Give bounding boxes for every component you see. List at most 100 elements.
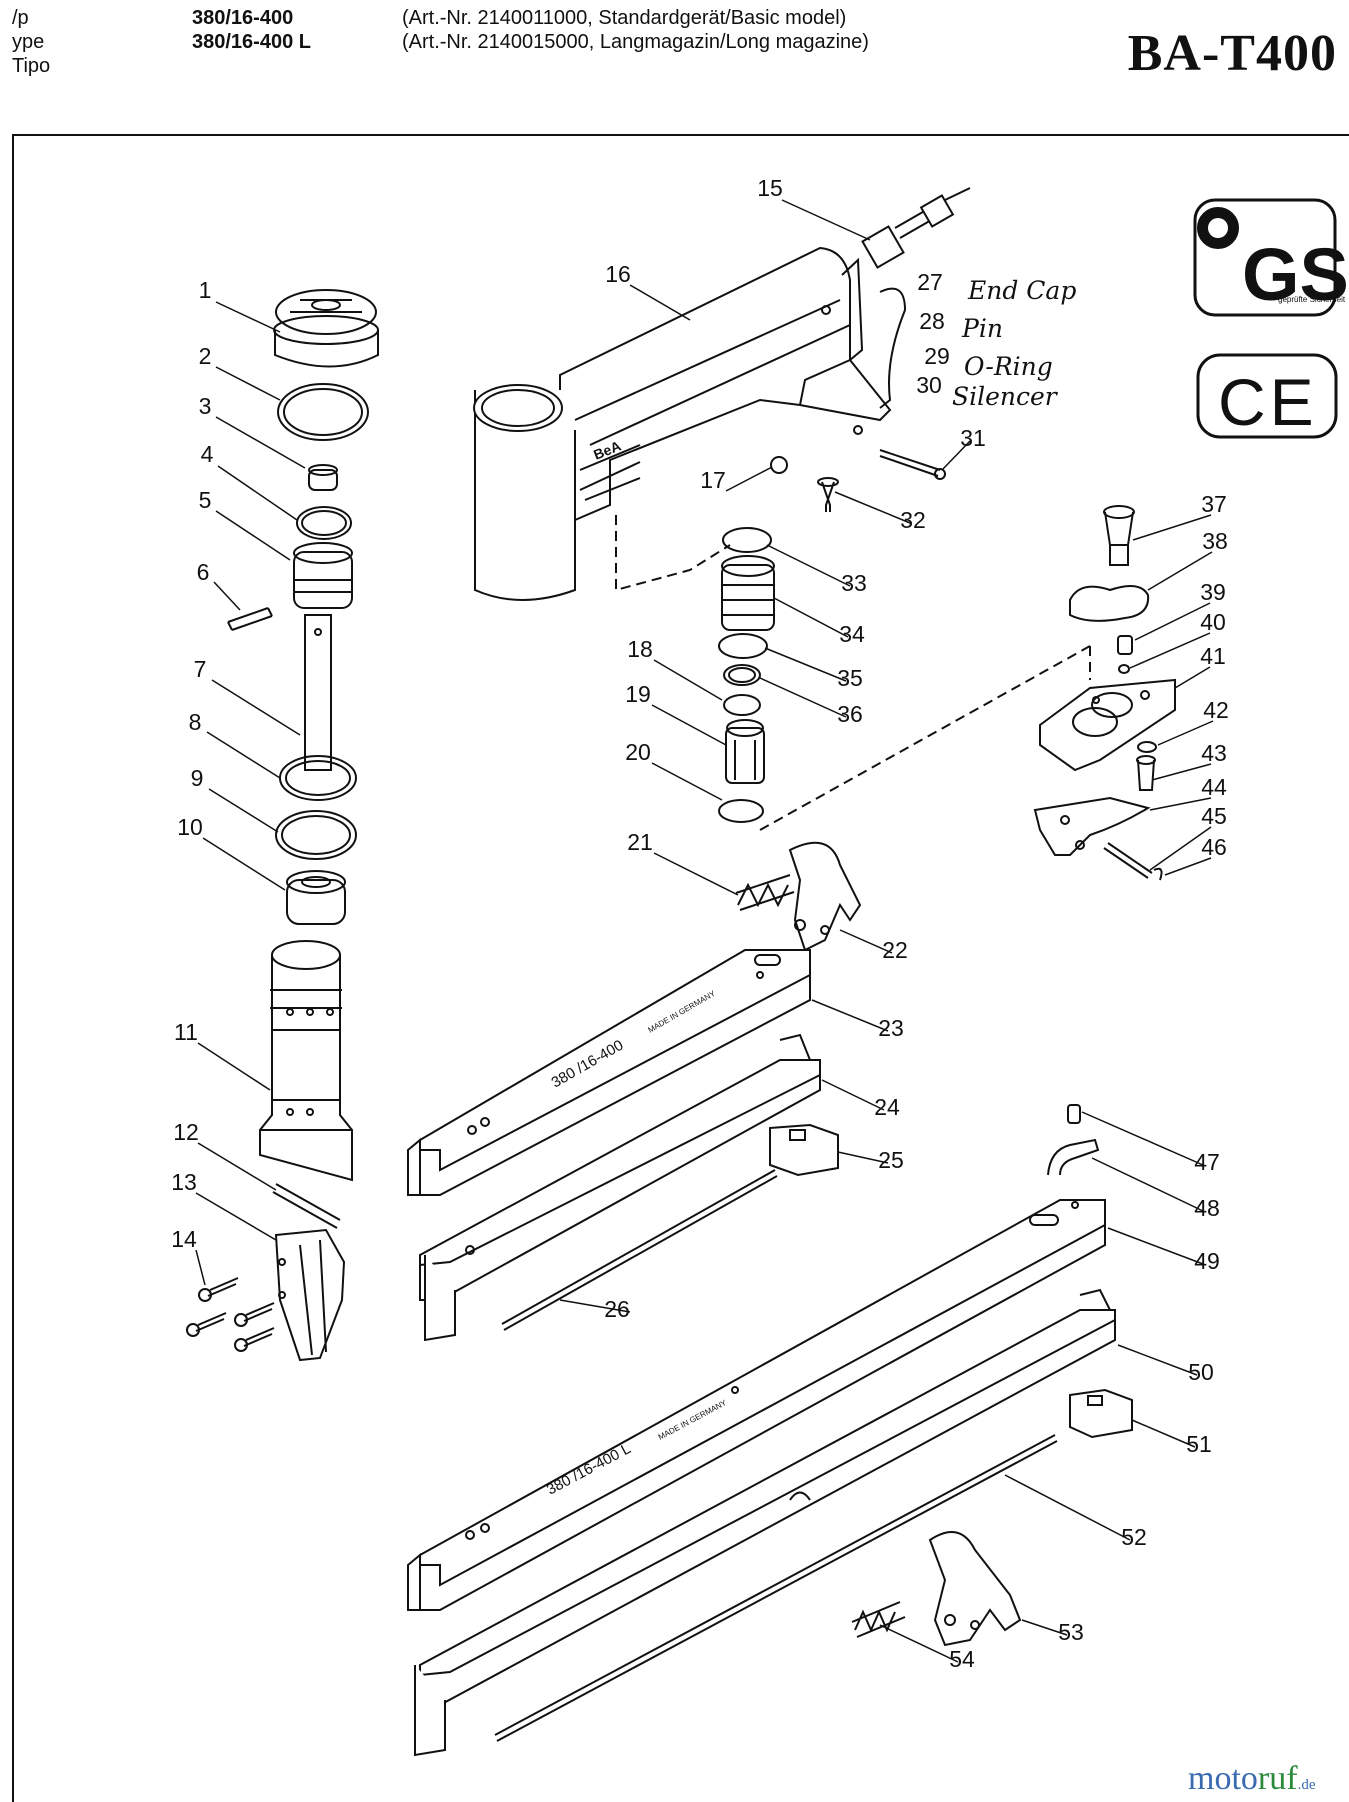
header-label-type: ype — [12, 31, 45, 53]
part-label-20: 20 — [625, 739, 651, 765]
diagram-frame — [12, 134, 1349, 1802]
part-label-28: 28 — [919, 308, 945, 334]
part-label-22: 22 — [882, 937, 908, 963]
part-34-valve-sleeve — [721, 555, 775, 631]
part-49-magazine-top — [407, 1199, 1106, 1611]
part-16-housing — [473, 246, 892, 601]
part-19-valve-stem — [725, 719, 765, 784]
part-label-50: 50 — [1188, 1359, 1214, 1385]
footer-site-logo: motoruf.de — [1188, 1760, 1315, 1798]
assembly-lines — [615, 515, 1091, 831]
part-label-2: 2 — [199, 343, 212, 369]
part-label-8: 8 — [189, 709, 202, 735]
part-33-o-ring — [722, 527, 772, 553]
part-11-cylinder — [259, 940, 353, 1182]
part-45-pin — [1103, 842, 1153, 879]
ce-text: CE — [1218, 365, 1318, 439]
part-label-4: 4 — [201, 441, 214, 467]
part-label-47: 47 — [1194, 1149, 1220, 1175]
part-53-trigger — [928, 1531, 1022, 1647]
part-label-54: 54 — [949, 1646, 975, 1672]
part-label-24: 24 — [874, 1094, 900, 1120]
part-54-spring — [851, 1601, 906, 1638]
part-31-bolt — [879, 449, 946, 480]
part-42-washer — [1137, 741, 1157, 753]
header-label-tipo: Tipo — [12, 55, 51, 77]
note-silencer: Silencer — [952, 382, 1059, 411]
part-label-3: 3 — [199, 393, 212, 419]
gs-text: GS — [1242, 233, 1349, 316]
handwritten-bracket — [879, 287, 907, 409]
part-label-42: 42 — [1203, 697, 1229, 723]
part-44-trigger-lever — [1033, 796, 1151, 856]
part-label-27: 27 — [917, 269, 943, 295]
part-label-14: 14 — [171, 1226, 197, 1252]
part-label-33: 33 — [841, 570, 867, 596]
desc-long: (Art.-Nr. 2140015000, Langmagazin/Long m… — [402, 31, 869, 53]
part-22-trigger — [788, 841, 862, 952]
part-label-37: 37 — [1201, 491, 1227, 517]
part-label-32: 32 — [900, 507, 926, 533]
part-14-screws — [186, 1277, 275, 1352]
part-12-pin — [272, 1183, 341, 1229]
part-label-51: 51 — [1186, 1431, 1212, 1457]
part-43-screw — [1136, 755, 1156, 791]
part-label-34: 34 — [839, 621, 865, 647]
footer-site-accent: ruf — [1257, 1760, 1298, 1797]
part-38-gasket — [1069, 585, 1150, 622]
note-pin: Pin — [961, 314, 1003, 343]
part-36-o-ring — [723, 664, 761, 686]
part-label-31: 31 — [960, 425, 986, 451]
part-9-o-ring — [275, 810, 357, 860]
part-label-41: 41 — [1200, 643, 1226, 669]
part-15-air-fitting — [861, 187, 971, 269]
part-label-21: 21 — [627, 829, 653, 855]
note-o-ring: O-Ring — [964, 352, 1053, 381]
part-13-nose-piece — [274, 1228, 346, 1362]
part-52-spring-rod — [494, 1434, 1058, 1742]
part-10-bumper — [286, 870, 346, 925]
part-label-11: 11 — [174, 1019, 198, 1045]
part-23-magazine-top — [407, 949, 811, 1196]
part-label-53: 53 — [1058, 1619, 1084, 1645]
part-51-pusher-block — [1069, 1388, 1133, 1439]
part-5-piston — [293, 542, 353, 609]
part-label-1: 1 — [199, 277, 212, 303]
part-label-10: 10 — [177, 814, 203, 840]
leader-lines — [195, 199, 1214, 1663]
part-label-40: 40 — [1200, 609, 1226, 635]
part-37-valve-cap — [1103, 505, 1135, 566]
part-label-35: 35 — [837, 665, 863, 691]
header-models: 380/16-400 380/16-400 L — [192, 6, 311, 54]
part-1-end-cap — [273, 289, 379, 368]
desc-standard: (Art.-Nr. 2140011000, Standardgerät/Basi… — [402, 7, 847, 29]
part-6-pin — [227, 607, 273, 631]
part-26-spring-rod — [501, 1169, 778, 1331]
part-label-5: 5 — [199, 487, 212, 513]
model-title: BA-T400 — [1127, 25, 1337, 82]
part-label-38: 38 — [1202, 528, 1228, 554]
part-label-26: 26 — [604, 1296, 630, 1322]
part-label-15: 15 — [757, 175, 783, 201]
part-label-25: 25 — [878, 1147, 904, 1173]
part-label-7: 7 — [194, 656, 207, 682]
part-41-valve-block — [1039, 678, 1176, 772]
part-50-magazine-bottom — [414, 1288, 1116, 1757]
part-46-clip — [1153, 867, 1163, 881]
part-17-plug — [770, 456, 788, 474]
part-label-29: 29 — [924, 343, 950, 369]
part-7-driver-blade — [304, 614, 332, 771]
part-label-49: 49 — [1194, 1248, 1220, 1274]
gs-small-text: geprüfte Sicherheit — [1278, 295, 1346, 304]
part-label-44: 44 — [1201, 774, 1227, 800]
header-label-typ: /p — [12, 7, 29, 29]
part-18-o-ring — [723, 694, 761, 716]
part-39-plug — [1117, 635, 1133, 655]
part-label-6: 6 — [197, 559, 210, 585]
part-label-16: 16 — [605, 261, 631, 287]
header-descriptions: (Art.-Nr. 2140011000, Standardgerät/Basi… — [402, 6, 869, 54]
part-label-43: 43 — [1201, 740, 1227, 766]
part-label-36: 36 — [837, 701, 863, 727]
part-47-screw — [1067, 1104, 1081, 1124]
